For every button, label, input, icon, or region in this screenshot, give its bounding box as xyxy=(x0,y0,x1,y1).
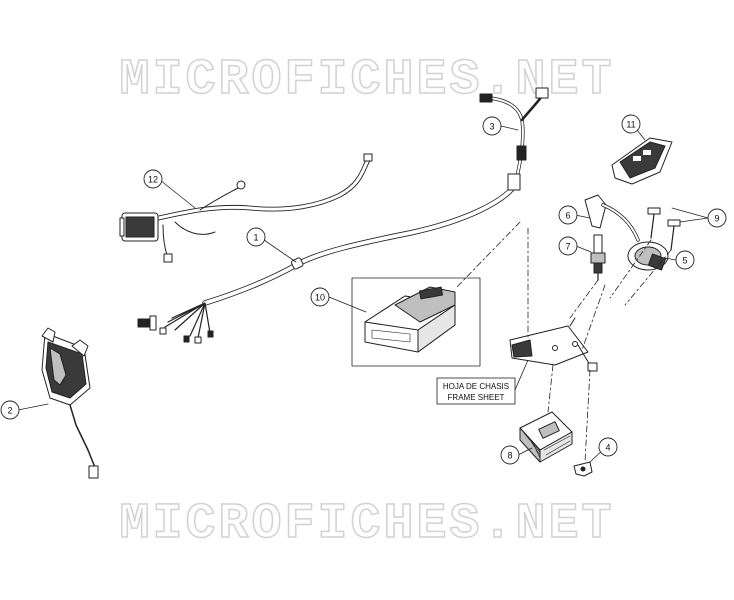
svg-text:12: 12 xyxy=(148,175,158,185)
svg-text:7: 7 xyxy=(565,242,570,252)
part-5-ignition-coil xyxy=(627,241,669,271)
svg-text:3: 3 xyxy=(489,122,494,132)
svg-text:5: 5 xyxy=(682,256,687,266)
part-8-regulator xyxy=(519,411,573,463)
part-12-secondary-harness xyxy=(119,153,373,263)
svg-text:9: 9 xyxy=(714,214,719,224)
frame-sheet-line2: FRAME SHEET xyxy=(448,393,505,402)
part-9-screws xyxy=(647,207,681,251)
watermark-top: MICROFICHES.NET xyxy=(119,51,615,110)
part-6-plug-cap xyxy=(584,194,640,242)
callout-11: 11 xyxy=(621,114,641,134)
callout-6: 6 xyxy=(558,205,578,225)
part-4-bracket xyxy=(573,461,593,477)
svg-text:8: 8 xyxy=(507,451,512,461)
callouts: 1 2 3 4 5 6 7 8 9 10 11 12 xyxy=(0,114,727,465)
callout-5: 5 xyxy=(675,250,695,270)
part-11-cover xyxy=(611,137,673,185)
part-2-switch-housing xyxy=(41,327,99,479)
callout-7: 7 xyxy=(558,236,578,256)
part-7-spark-plug xyxy=(590,234,606,281)
callout-2: 2 xyxy=(0,400,20,420)
frame-bracket xyxy=(509,317,598,372)
frame-sheet-label: HOJA DE CHASIS FRAME SHEET xyxy=(436,359,529,405)
svg-text:4: 4 xyxy=(605,443,610,453)
callout-9: 9 xyxy=(707,208,727,228)
callout-4: 4 xyxy=(598,437,618,457)
part-1-main-harness xyxy=(137,182,518,344)
svg-text:10: 10 xyxy=(315,293,325,303)
callout-12: 12 xyxy=(143,169,163,189)
svg-text:6: 6 xyxy=(565,211,570,221)
svg-text:1: 1 xyxy=(253,233,258,243)
frame-sheet-line1: HOJA DE CHASIS xyxy=(443,382,509,391)
part-3-harness xyxy=(479,87,549,191)
svg-text:2: 2 xyxy=(7,406,12,416)
callout-3: 3 xyxy=(482,116,502,136)
part-10-ecu xyxy=(351,277,481,367)
svg-text:11: 11 xyxy=(626,120,635,130)
watermark-bottom: MICROFICHES.NET xyxy=(119,495,615,554)
assembly-lines xyxy=(455,221,672,463)
harness-connector-left xyxy=(137,318,151,328)
callout-10: 10 xyxy=(310,287,330,307)
callout-1: 1 xyxy=(246,227,266,247)
callout-8: 8 xyxy=(500,445,520,465)
